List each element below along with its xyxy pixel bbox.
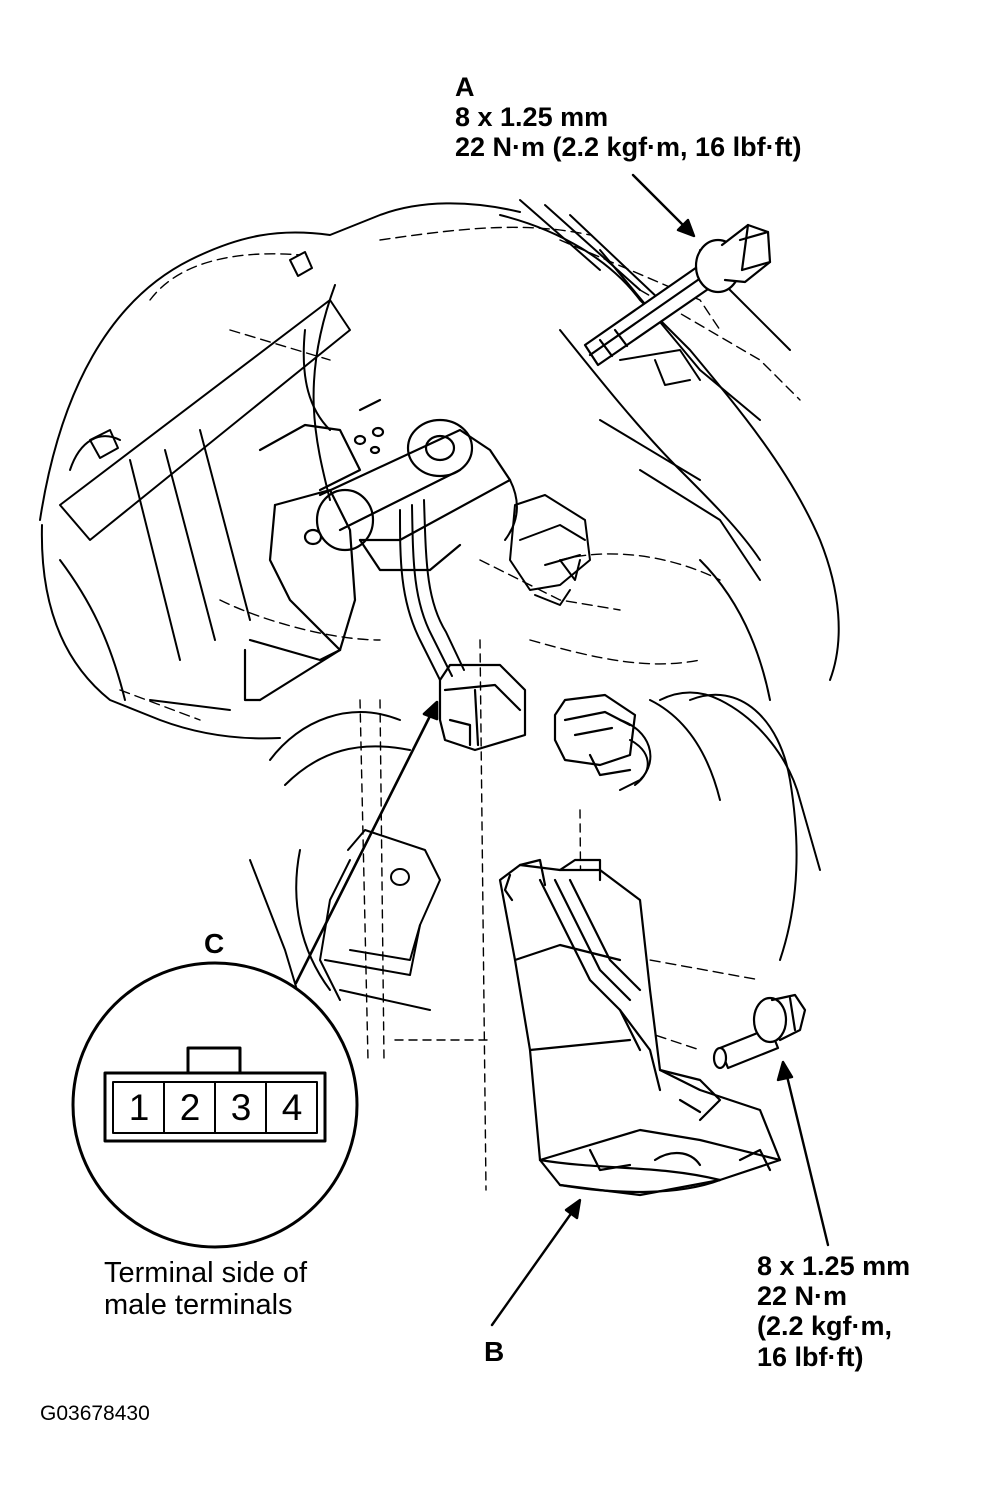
terminal-4: 4 xyxy=(281,1087,303,1128)
upper-connector xyxy=(509,494,591,606)
bolt-b-torque-3: 16 lbf·ft) xyxy=(757,1341,864,1372)
cover-b xyxy=(498,858,782,1197)
connector-c xyxy=(438,663,527,752)
lower-left-bracket xyxy=(249,711,441,1011)
callout-a-size: 8 x 1.25 mm xyxy=(455,102,609,133)
mating-connector xyxy=(553,693,637,777)
callout-bolt-b: 8 x 1.25 mm 22 N·m (2.2 kgf·m, 16 lbf·ft… xyxy=(757,1251,910,1372)
bolt-b xyxy=(712,993,807,1070)
terminal-3: 3 xyxy=(230,1087,252,1128)
callout-a-torque: 22 N·m (2.2 kgf·m, 16 lbf·ft) xyxy=(455,132,802,163)
terminal-1: 1 xyxy=(128,1087,150,1128)
transmission-housing xyxy=(39,202,521,740)
arrow-bolt-b xyxy=(776,1060,830,1247)
shift-cable-bracket xyxy=(243,398,512,702)
callout-b-letter: B xyxy=(484,1336,505,1367)
arrow-cover-b xyxy=(490,1198,582,1327)
inset-caption-line1: Terminal side of xyxy=(104,1257,308,1289)
bolt-b-torque-1: 22 N·m xyxy=(757,1281,848,1312)
inset-caption-line2: male terminals xyxy=(104,1289,293,1322)
wire-harness xyxy=(399,479,652,791)
connector-inset xyxy=(71,961,359,1249)
harness-loop xyxy=(659,691,798,961)
inset-caption: Terminal side of male terminals xyxy=(104,1257,307,1322)
bolt-b-size: 8 x 1.25 mm xyxy=(757,1251,911,1281)
callout-a-letter: A xyxy=(455,72,475,102)
callout-c-letter: C xyxy=(204,928,225,959)
bolt-a xyxy=(583,223,772,367)
callout-a: A 8 x 1.25 mm 22 N·m (2.2 kgf·m, 16 lbf·… xyxy=(455,72,802,163)
arrow-c xyxy=(294,700,439,985)
terminal-2: 2 xyxy=(179,1087,201,1128)
housing-hidden-lines xyxy=(119,226,801,1051)
arrow-a xyxy=(631,173,696,238)
housing-right-side xyxy=(499,199,840,871)
bolt-b-torque-2: (2.2 kgf·m, xyxy=(757,1311,893,1342)
figure-id: G03678430 xyxy=(40,1402,150,1425)
